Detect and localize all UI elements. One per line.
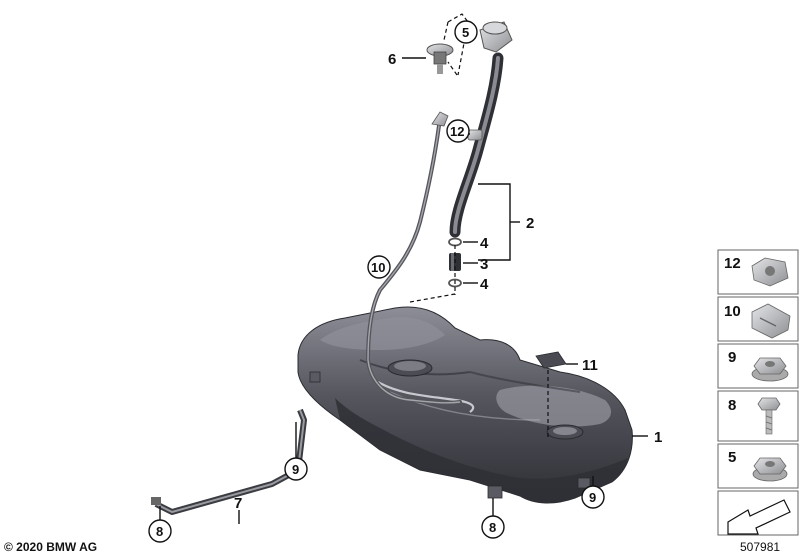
callout-clamp-upper: 4 [480, 235, 489, 252]
parts-panel: 12 10 9 8 5 [717, 249, 799, 536]
callout-bolt-tank: 9 [589, 490, 596, 505]
panel-label-screw: 8 [728, 397, 736, 414]
fuel-tank [297, 306, 633, 504]
callout-vent-line: 10 [371, 260, 385, 275]
clip-nut-icon [751, 257, 789, 287]
callout-strap: 7 [234, 495, 242, 512]
tank-strap [151, 408, 307, 515]
flange-nut-icon [752, 457, 788, 482]
copyright-notice: © 2020 BMW AG [4, 540, 98, 554]
panel-label-nut: 5 [728, 449, 736, 466]
callout-bolt-strap: 9 [292, 462, 299, 477]
panel-label-clip: 12 [724, 255, 741, 272]
panel-label-bolt: 9 [728, 349, 736, 366]
callouts: 1 2 4 3 4 6 7 11 5 12 10 8 9 8 9 [148, 20, 662, 543]
direction-arrow-icon [727, 499, 791, 535]
filler-pipe [449, 21, 513, 238]
callout-hose: 3 [480, 256, 488, 273]
valve [426, 43, 454, 74]
callout-nut-bottom: 8 [489, 520, 496, 535]
vent-line [365, 111, 462, 405]
callout-valve: 6 [388, 51, 396, 68]
callout-pad: 11 [582, 357, 598, 374]
collar-nut-icon [751, 357, 789, 382]
panel-label-vent-clip: 10 [724, 303, 741, 320]
callout-nut-left: 8 [156, 524, 163, 539]
screw-icon [757, 397, 781, 435]
callout-clamp-lower: 4 [480, 276, 489, 293]
callout-clip: 12 [450, 124, 464, 139]
callout-tank: 1 [654, 429, 662, 446]
diagram-number: 507981 [740, 540, 781, 554]
callout-neck-top: 5 [462, 25, 469, 40]
callout-filler-pipe: 2 [526, 215, 534, 232]
pad [535, 351, 567, 369]
line-clip-icon [751, 303, 791, 339]
leader-lines [159, 57, 648, 524]
dashed-assembly-lines [409, 13, 549, 438]
